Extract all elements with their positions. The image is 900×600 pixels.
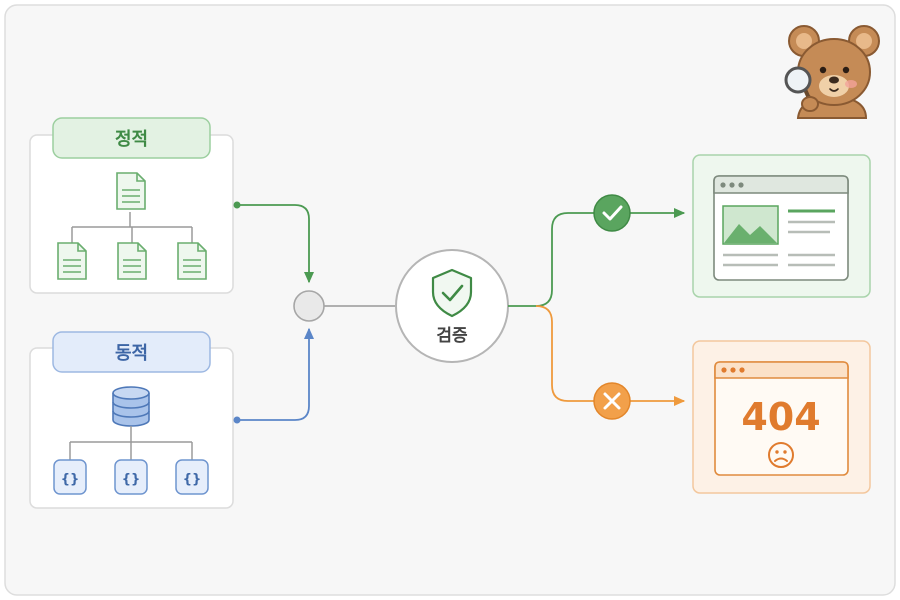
database-icon: [112, 386, 150, 427]
magnifier-icon: [784, 66, 812, 94]
browser-window-image-icon: [713, 175, 849, 281]
document-icon: [117, 242, 147, 280]
check-circle-icon: [593, 194, 631, 232]
dynamic-connector: [233, 327, 315, 424]
code-block-icon: {}: [114, 459, 148, 495]
code-glyph: {}: [122, 472, 141, 487]
static-tree-lines: [71, 212, 193, 243]
validator-label: 검증: [436, 326, 468, 346]
code-glyph: {}: [61, 472, 80, 487]
document-icon: [57, 242, 87, 280]
error-page-card: 404: [692, 340, 871, 494]
document-icon: [116, 172, 146, 210]
dynamic-tree-lines: [69, 426, 193, 460]
bear-mascot: [784, 25, 880, 119]
dynamic-label-pill: 동적: [52, 331, 211, 373]
validator-node: 검증: [395, 249, 509, 363]
code-block-icon: {}: [175, 459, 209, 495]
success-page-card: [692, 154, 871, 298]
static-label-pill: 정적: [52, 117, 211, 159]
failure-branch: [535, 305, 686, 407]
sad-face-icon: [768, 442, 794, 468]
code-block-icon: {}: [53, 459, 87, 495]
x-circle-icon: [593, 382, 631, 420]
error-code: 404: [741, 395, 820, 439]
dynamic-label: 동적: [115, 343, 148, 364]
shield-check-icon: [431, 268, 473, 318]
document-icon: [177, 242, 207, 280]
static-connector: [233, 201, 315, 284]
merge-junction: [293, 290, 325, 322]
code-glyph: {}: [183, 472, 202, 487]
dynamic-source-card: {} {} {}: [29, 347, 234, 509]
static-label: 정적: [115, 129, 148, 150]
success-branch: [508, 207, 686, 307]
